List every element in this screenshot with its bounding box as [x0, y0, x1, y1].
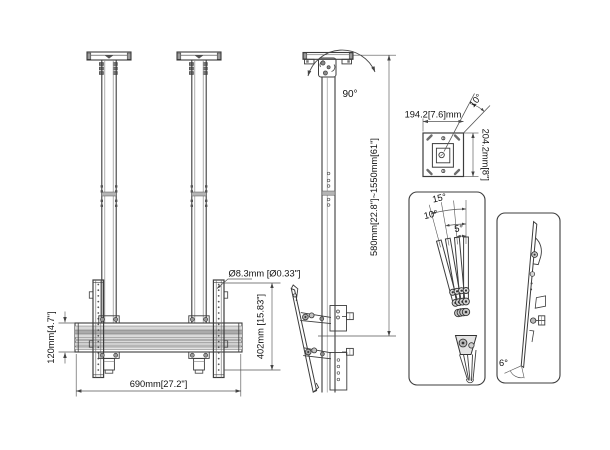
- side-view: 90°: [290, 49, 396, 393]
- front-view: 120mm[4.7"] 690mm[27.2"] 402mm [15.83"] …: [46, 51, 301, 397]
- telescope-joint: [100, 185, 118, 207]
- dim-plate-height: 204.2mm[8"]: [464, 129, 491, 181]
- pole-right: [190, 60, 208, 323]
- profile-angle-label: 6°: [499, 358, 508, 368]
- dim-height-range-label: 580mm[22.8"]~1550mm[61"]: [369, 138, 379, 256]
- dim-plate-width: 194.2[7.6]mm: [405, 110, 464, 132]
- swivel-housing: [318, 57, 337, 78]
- tv-rail-right: [212, 279, 229, 379]
- tilt-angle-10-label: 10°: [423, 208, 439, 221]
- ceiling-plate-right: [176, 51, 222, 75]
- dim-width: 690mm[27.2"]: [75, 354, 242, 397]
- crossbar: [74, 322, 243, 353]
- tilt-angle-15-label: 15°: [431, 192, 447, 205]
- tilt-pivot: [454, 335, 478, 384]
- hole-diameter-label: Ø8.3mm [Ø0.33"]: [229, 269, 301, 279]
- swivel-angle-label: 90°: [342, 89, 357, 100]
- corner-slots: [426, 134, 461, 176]
- dim-bar-height-label: 120mm[4.7"]: [46, 311, 56, 363]
- vesa-plate-view: 194.2[7.6]mm 204.2mm[8"] 10°: [405, 92, 491, 181]
- plate-swivel-label: 10°: [467, 92, 484, 109]
- tilt-arcs: [431, 207, 467, 238]
- pole-clamp-right: [188, 315, 210, 374]
- tilt-arm-0: [461, 236, 471, 317]
- tilt-bracket-side: [290, 284, 354, 393]
- tv-rail-left: [88, 279, 105, 379]
- dim-width-label: 690mm[27.2"]: [130, 379, 188, 389]
- hole-diameter-callout: Ø8.3mm [Ø0.33"]: [216, 269, 301, 289]
- swivel-arc: 90°: [307, 49, 376, 100]
- tilt-angle-5-label: 5°: [454, 223, 464, 234]
- pole-clamp-left: [98, 315, 120, 374]
- tilt-detail-box: 15° 10° 5°: [408, 191, 486, 386]
- dim-bar-height: 120mm[4.7"]: [46, 311, 75, 364]
- telescope-joint-side: [321, 171, 336, 207]
- dim-plate-width-label: 194.2[7.6]mm: [405, 110, 462, 120]
- ceiling-plate-left: [86, 51, 132, 75]
- dim-plate-height-label: 204.2mm[8"]: [481, 129, 491, 181]
- rail-holes: [217, 283, 220, 371]
- pole-left: [100, 60, 118, 323]
- profile-detail-box: 6°: [496, 212, 561, 384]
- pole-side: [321, 77, 336, 393]
- profile-angle: 6°: [499, 358, 525, 379]
- rail-holes: [97, 283, 100, 371]
- dim-height-range: 580mm[22.8"]~1550mm[61"]: [318, 54, 396, 337]
- dim-bracket-height-label: 402mm [15.83"]: [256, 294, 266, 359]
- telescope-joint: [190, 185, 208, 207]
- dim-bracket-height: 402mm [15.83"]: [224, 282, 281, 371]
